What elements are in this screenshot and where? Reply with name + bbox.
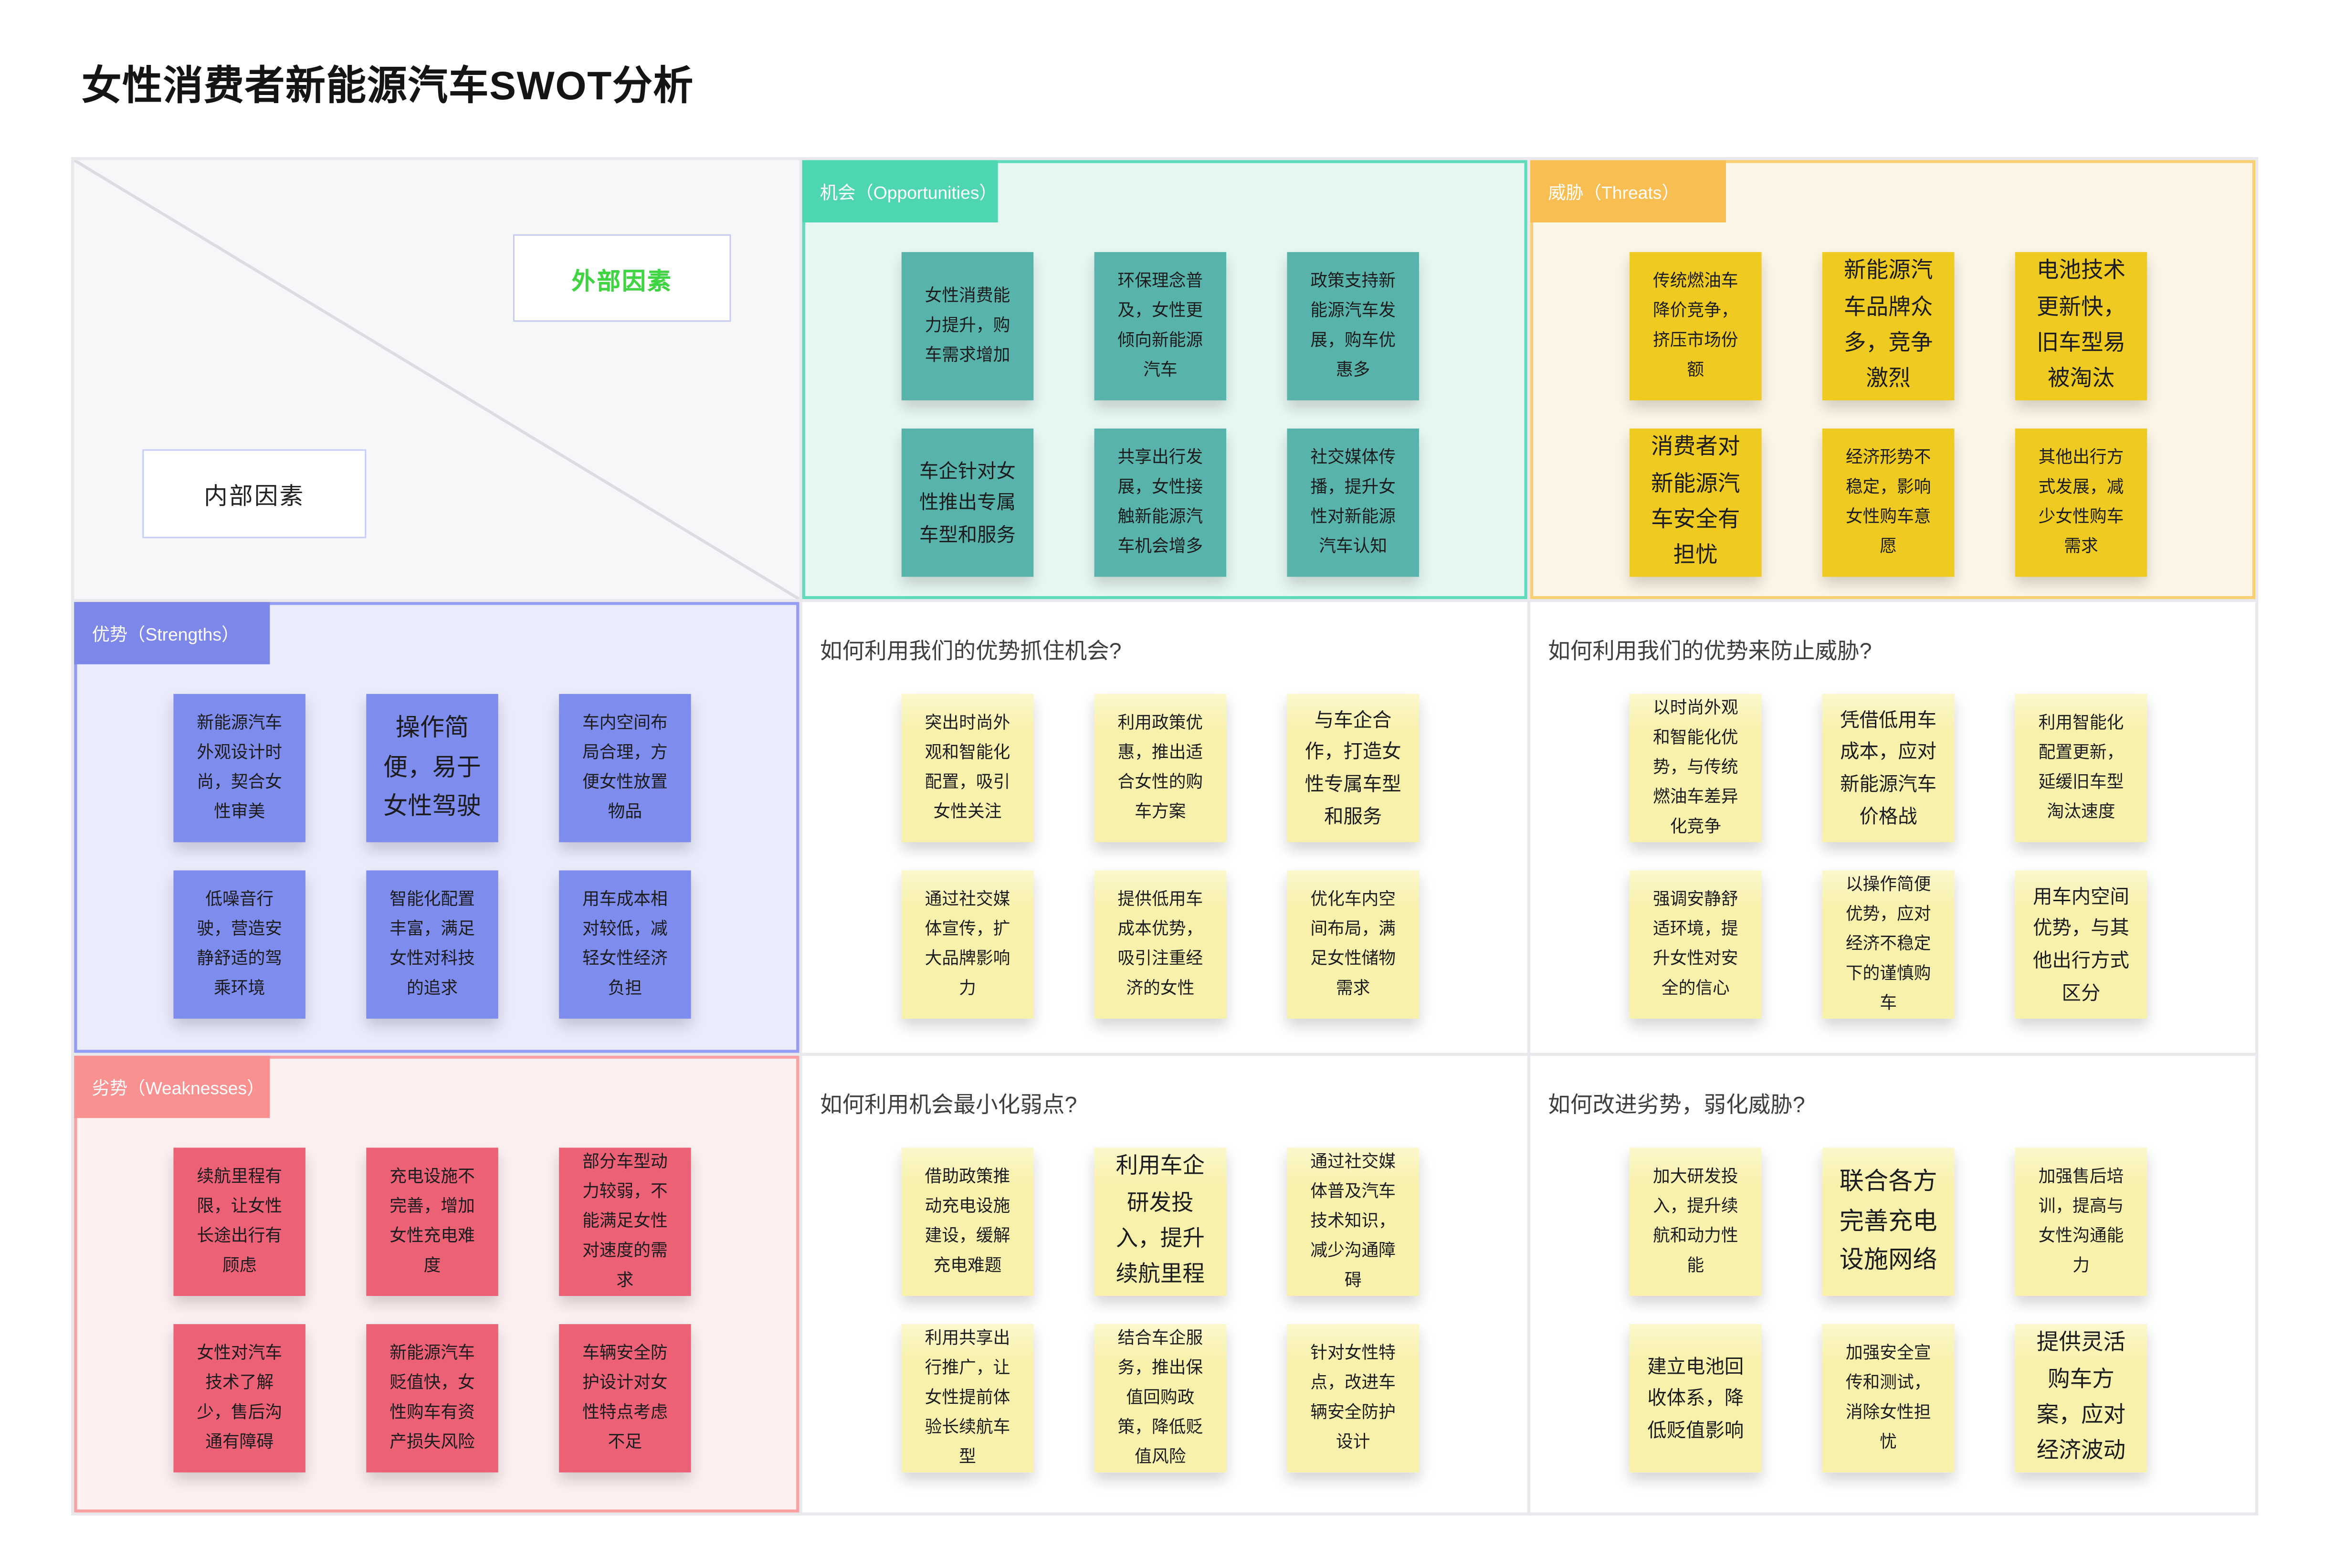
strengths-notes: 新能源汽车外观设计时尚，契合女性审美 操作简便，易于女性驾驶 车内空间布局合理，… (173, 694, 691, 1019)
external-factors-text: 外部因素 (571, 269, 673, 295)
opportunities-header-tab: 机会（Opportunities） (802, 160, 998, 222)
swot-grid: 外部因素 内部因素 机会（Opportunities） 女性消费能力提升，购车需… (71, 157, 2259, 1515)
sticky-note[interactable]: 与车企合作，打造女性专属车型和服务 (1287, 694, 1419, 842)
external-factors-label[interactable]: 外部因素 (513, 234, 731, 322)
sticky-note[interactable]: 智能化配置丰富，满足女性对科技的追求 (366, 870, 498, 1019)
sticky-note[interactable]: 女性消费能力提升，购车需求增加 (901, 252, 1034, 400)
sticky-note[interactable]: 利用智能化配置更新，延缓旧车型淘汰速度 (2015, 694, 2147, 842)
sticky-note[interactable]: 通过社交媒体普及汽车技术知识，减少沟通障碍 (1287, 1147, 1419, 1296)
page-title: 女性消费者新能源汽车SWOT分析 (81, 63, 694, 108)
sticky-note[interactable]: 用车成本相对较低，减轻女性经济负担 (559, 870, 691, 1019)
sticky-note[interactable]: 用车内空间优势，与其他出行方式区分 (2015, 870, 2147, 1019)
sticky-note[interactable]: 社交媒体传播，提升女性对新能源汽车认知 (1287, 428, 1419, 577)
so-notes: 突出时尚外观和智能化配置，吸引女性关注 利用政策优惠，推出适合女性的购车方案 与… (901, 694, 1419, 1019)
opportunities-section: 机会（Opportunities） 女性消费能力提升，购车需求增加 环保理念普及… (802, 160, 1527, 600)
sticky-note[interactable]: 凭借低用车成本，应对新能源汽车价格战 (1822, 694, 1955, 842)
sticky-note[interactable]: 结合车企服务，推出保值回购政策，降低贬值风险 (1094, 1324, 1227, 1473)
sticky-note[interactable]: 政策支持新能源汽车发展，购车优惠多 (1287, 252, 1419, 400)
sticky-note[interactable]: 加强售后培训，提高与女性沟通能力 (2015, 1147, 2147, 1296)
sticky-note[interactable]: 车企针对女性推出专属车型和服务 (901, 428, 1034, 577)
sticky-note[interactable]: 部分车型动力较弱，不能满足女性对速度的需求 (559, 1147, 691, 1296)
sticky-note[interactable]: 针对女性特点，改进车辆安全防护设计 (1287, 1324, 1419, 1473)
strengths-section: 优势（Strengths） 新能源汽车外观设计时尚，契合女性审美 操作简便，易于… (74, 602, 800, 1053)
threats-header-tab: 威胁（Threats） (1530, 160, 1726, 222)
sticky-note[interactable]: 强调安静舒适环境，提升女性对安全的信心 (1630, 870, 1762, 1019)
st-question: 如何利用我们的优势来防止威胁? (1548, 639, 1872, 664)
sticky-note[interactable]: 电池技术更新快，旧车型易被淘汰 (2015, 252, 2147, 400)
sticky-note[interactable]: 建立电池回收体系，降低贬值影响 (1630, 1324, 1762, 1473)
wo-question: 如何利用机会最小化弱点? (820, 1093, 1077, 1118)
sticky-note[interactable]: 新能源汽车外观设计时尚，契合女性审美 (173, 694, 305, 842)
sticky-note[interactable]: 低噪音行驶，营造安静舒适的驾乘环境 (173, 870, 305, 1019)
sticky-note[interactable]: 利用共享出行推广，让女性提前体验长续航车型 (901, 1324, 1034, 1473)
so-question: 如何利用我们的优势抓住机会? (820, 639, 1122, 664)
sticky-note[interactable]: 车辆安全防护设计对女性特点考虑不足 (559, 1324, 691, 1473)
weaknesses-notes: 续航里程有限，让女性长途出行有顾虑 充电设施不完善，增加女性充电难度 部分车型动… (173, 1147, 691, 1473)
sticky-note[interactable]: 提供低用车成本优势，吸引注重经济的女性 (1094, 870, 1227, 1019)
sticky-note[interactable]: 车内空间布局合理，方便女性放置物品 (559, 694, 691, 842)
internal-factors-label[interactable]: 内部因素 (142, 449, 367, 538)
opportunities-notes: 女性消费能力提升，购车需求增加 环保理念普及，女性更倾向新能源汽车 政策支持新能… (901, 252, 1419, 577)
weaknesses-section: 劣势（Weaknesses） 续航里程有限，让女性长途出行有顾虑 充电设施不完善… (74, 1055, 800, 1513)
sticky-note[interactable]: 女性对汽车技术了解少，售后沟通有障碍 (173, 1324, 305, 1473)
internal-factors-text: 内部因素 (204, 484, 305, 510)
sticky-note[interactable]: 续航里程有限，让女性长途出行有顾虑 (173, 1147, 305, 1296)
wo-quadrant: 如何利用机会最小化弱点? 借助政策推动充电设施建设，缓解充电难题 利用车企研发投… (802, 1055, 1527, 1513)
st-quadrant: 如何利用我们的优势来防止威胁? 以时尚外观和智能化优势，与传统燃油车差异化竞争 … (1530, 602, 2256, 1053)
sticky-note[interactable]: 消费者对新能源汽车安全有担忧 (1630, 428, 1762, 577)
sticky-note[interactable]: 以时尚外观和智能化优势，与传统燃油车差异化竞争 (1630, 694, 1762, 842)
wt-notes: 加大研发投入，提升续航和动力性能 联合各方完善充电设施网络 加强售后培训，提高与… (1630, 1147, 2147, 1473)
sticky-note[interactable]: 提供灵活购车方案，应对经济波动 (2015, 1324, 2147, 1473)
sticky-note[interactable]: 借助政策推动充电设施建设，缓解充电难题 (901, 1147, 1034, 1296)
sticky-note[interactable]: 环保理念普及，女性更倾向新能源汽车 (1094, 252, 1227, 400)
so-quadrant: 如何利用我们的优势抓住机会? 突出时尚外观和智能化配置，吸引女性关注 利用政策优… (802, 602, 1527, 1053)
sticky-note[interactable]: 利用车企研发投入，提升续航里程 (1094, 1147, 1227, 1296)
sticky-note[interactable]: 传统燃油车降价竞争，挤压市场份额 (1630, 252, 1762, 400)
wt-quadrant: 如何改进劣势，弱化威胁? 加大研发投入，提升续航和动力性能 联合各方完善充电设施… (1530, 1055, 2256, 1513)
sticky-note[interactable]: 新能源汽车品牌众多，竞争激烈 (1822, 252, 1955, 400)
strengths-header-tab: 优势（Strengths） (74, 602, 270, 664)
sticky-note[interactable]: 突出时尚外观和智能化配置，吸引女性关注 (901, 694, 1034, 842)
sticky-note[interactable]: 其他出行方式发展，减少女性购车需求 (2015, 428, 2147, 577)
threats-notes: 传统燃油车降价竞争，挤压市场份额 新能源汽车品牌众多，竞争激烈 电池技术更新快，… (1630, 252, 2147, 577)
sticky-note[interactable]: 以操作简便优势，应对经济不稳定下的谨慎购车 (1822, 870, 1955, 1019)
sticky-note[interactable]: 经济形势不稳定，影响女性购车意愿 (1822, 428, 1955, 577)
sticky-note[interactable]: 通过社交媒体宣传，扩大品牌影响力 (901, 870, 1034, 1019)
axis-corner-cell: 外部因素 内部因素 (74, 160, 800, 600)
sticky-note[interactable]: 共享出行发展，女性接触新能源汽车机会增多 (1094, 428, 1227, 577)
threats-section: 威胁（Threats） 传统燃油车降价竞争，挤压市场份额 新能源汽车品牌众多，竞… (1530, 160, 2256, 600)
wo-notes: 借助政策推动充电设施建设，缓解充电难题 利用车企研发投入，提升续航里程 通过社交… (901, 1147, 1419, 1473)
sticky-note[interactable]: 利用政策优惠，推出适合女性的购车方案 (1094, 694, 1227, 842)
sticky-note[interactable]: 加大研发投入，提升续航和动力性能 (1630, 1147, 1762, 1296)
diagonal-divider-line (74, 160, 799, 600)
weaknesses-header-tab: 劣势（Weaknesses） (74, 1055, 270, 1118)
sticky-note[interactable]: 优化车内空间布局，满足女性储物需求 (1287, 870, 1419, 1019)
sticky-note[interactable]: 操作简便，易于女性驾驶 (366, 694, 498, 842)
wt-question: 如何改进劣势，弱化威胁? (1548, 1093, 1805, 1118)
sticky-note[interactable]: 充电设施不完善，增加女性充电难度 (366, 1147, 498, 1296)
st-notes: 以时尚外观和智能化优势，与传统燃油车差异化竞争 凭借低用车成本，应对新能源汽车价… (1630, 694, 2147, 1019)
sticky-note[interactable]: 联合各方完善充电设施网络 (1822, 1147, 1955, 1296)
sticky-note[interactable]: 加强安全宣传和测试，消除女性担忧 (1822, 1324, 1955, 1473)
sticky-note[interactable]: 新能源汽车贬值快，女性购车有资产损失风险 (366, 1324, 498, 1473)
